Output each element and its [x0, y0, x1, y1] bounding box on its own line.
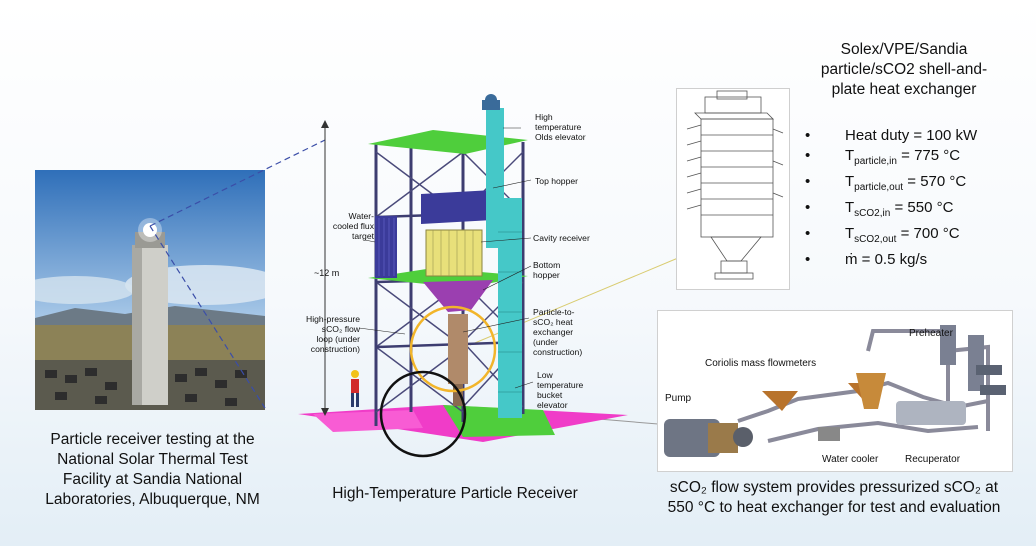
- label-flowmeters: Coriolis mass flowmeters: [705, 358, 817, 369]
- receiver-caption: High-Temperature Particle Receiver: [332, 485, 578, 502]
- spec-heat-duty: Heat duty = 100 kW: [805, 126, 1025, 146]
- spec-mass-flow: ṁ = 0.5 kg/s: [805, 250, 1025, 270]
- flow-system-caption: sCO₂ flow system provides pressurized sC…: [667, 479, 1001, 516]
- heat-exchanger-specs: Heat duty = 100 kW Tparticle,in = 775 °C…: [805, 126, 1025, 270]
- label-cavity-receiver: Cavity receiver: [533, 233, 590, 243]
- tower-caption: Particle receiver testing at the Nationa…: [45, 431, 260, 508]
- tower-photo: [15, 170, 285, 410]
- label-flow-loop: High-pressure sCO₂ flow loop (under cons…: [306, 314, 360, 354]
- receiver-diagram: [293, 92, 633, 464]
- spec-particle-out: Tparticle,out = 570 °C: [805, 172, 1025, 198]
- label-bottom-hopper: Bottom hopper: [533, 260, 561, 280]
- label-flux-target: Water- cooled flux target: [332, 211, 374, 241]
- label-water-cooler: Water cooler: [822, 454, 879, 465]
- spec-particle-in: Tparticle,in = 775 °C: [805, 146, 1025, 172]
- label-recuperator: Recuperator: [905, 454, 961, 465]
- heat-exchanger-title: Solex/VPE/Sandia particle/sCO2 shell-and…: [820, 41, 988, 98]
- label-height: ~12 m: [314, 268, 340, 278]
- label-bucket-elevator: Low temperature bucket elevator: [537, 370, 584, 410]
- flow-system-drawing: [657, 310, 1013, 472]
- label-pump: Pump: [665, 393, 692, 404]
- label-preheater: Preheater: [909, 328, 953, 339]
- label-high-temp-elevator: High temperature Olds elevator: [535, 112, 586, 142]
- spec-sco2-in: TsCO2,in = 550 °C: [805, 198, 1025, 224]
- heat-exchanger-drawing: [676, 88, 790, 290]
- label-heat-exchanger: Particle-to- sCO₂ heat exchanger (under …: [533, 307, 583, 357]
- spec-sco2-out: TsCO2,out = 700 °C: [805, 224, 1025, 250]
- label-top-hopper: Top hopper: [535, 176, 579, 186]
